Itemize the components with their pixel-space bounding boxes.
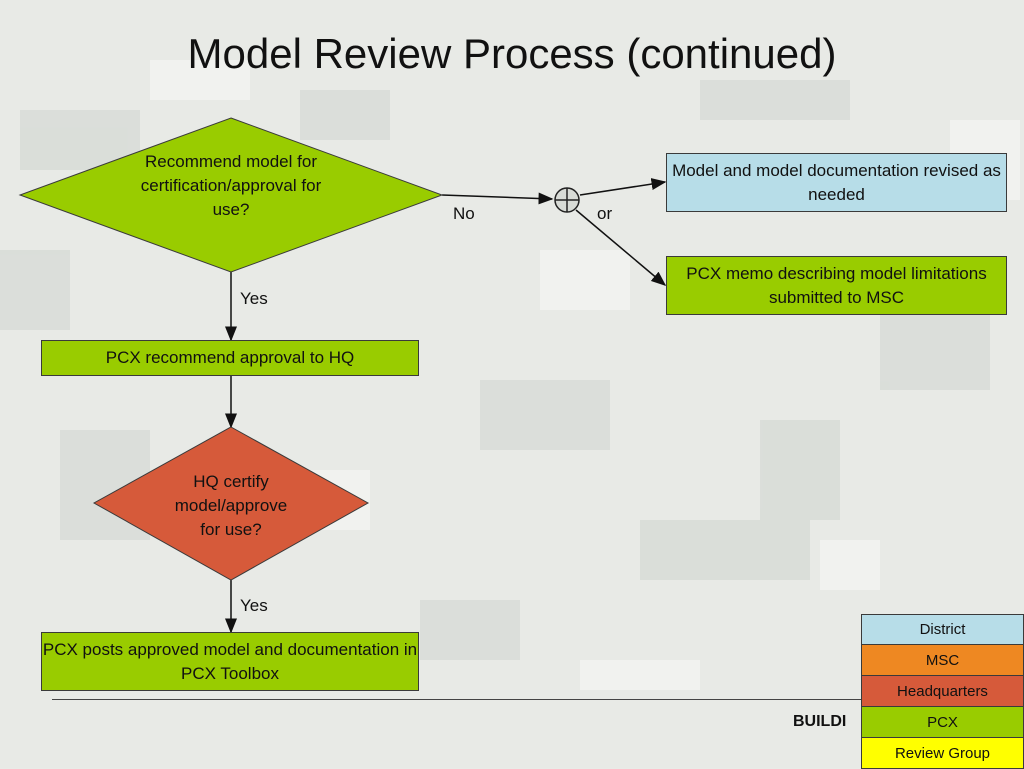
- revised-box: Model and model documentation revised as…: [666, 153, 1007, 212]
- label-or: or: [597, 204, 613, 223]
- label-yes-1: Yes: [240, 289, 268, 308]
- decision-diamond-2: [92, 426, 370, 581]
- legend-pcx: PCX: [861, 707, 1024, 738]
- legend-msc: MSC: [861, 645, 1024, 676]
- decision-1-text: Recommend model for certification/approv…: [140, 152, 322, 219]
- color-legend: District MSC Headquarters PCX Review Gro…: [861, 614, 1024, 769]
- footer-divider: [52, 699, 862, 700]
- label-no: No: [453, 204, 475, 223]
- footer-text: BUILDI: [793, 713, 847, 730]
- legend-district: District: [861, 614, 1024, 645]
- posts-box: PCX posts approved model and documentati…: [41, 632, 419, 691]
- arrow-to-revised: [579, 178, 667, 196]
- decision-2-text: HQ certify model/approve for use?: [174, 472, 288, 539]
- legend-headquarters: Headquarters: [861, 676, 1024, 707]
- arrow-no: [441, 192, 554, 205]
- memo-box: PCX memo describing model limitations su…: [666, 256, 1007, 315]
- slide-title: Model Review Process (continued): [187, 30, 837, 77]
- legend-review-group: Review Group: [861, 738, 1024, 769]
- arrow-to-memo: [575, 209, 667, 286]
- or-junction-icon: [554, 187, 580, 213]
- label-yes-2: Yes: [240, 596, 268, 615]
- recommend-box: PCX recommend approval to HQ: [41, 340, 419, 376]
- decision-diamond-1: [18, 117, 444, 273]
